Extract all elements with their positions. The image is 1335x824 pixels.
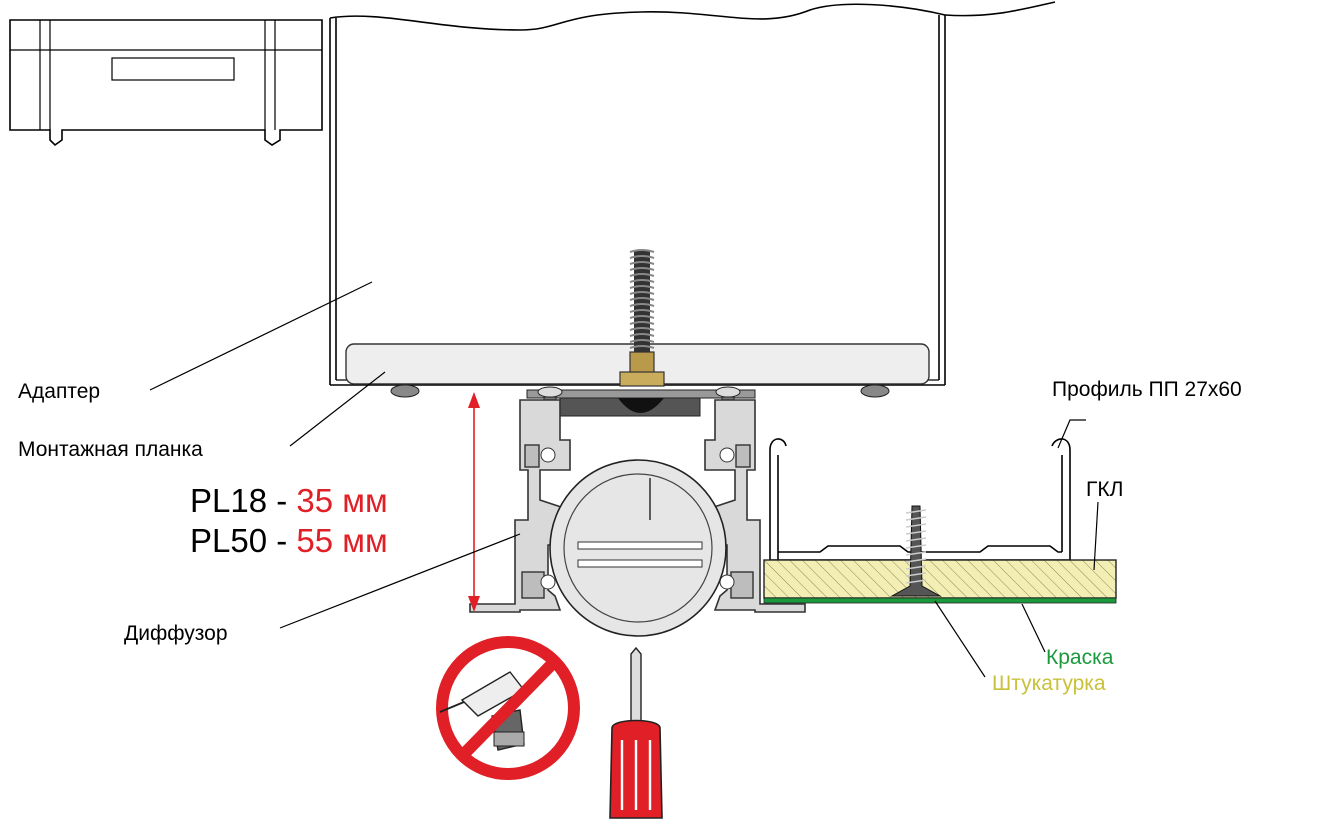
adapter-feet	[390, 384, 890, 398]
gypsum-board	[763, 559, 1117, 604]
threaded-rod	[629, 249, 655, 354]
gkl-label: ГКЛ	[1086, 478, 1123, 501]
dimension-row-pl18: PL18 - 35 мм	[190, 482, 388, 519]
pl18-value: 35 мм	[296, 482, 387, 519]
profile-top-bar	[526, 389, 756, 417]
wall-bracket	[9, 19, 323, 147]
paint-label: Краска	[1046, 646, 1114, 669]
screwdriver-icon	[609, 646, 663, 819]
mounting-plate-label: Монтажная планка	[18, 438, 203, 461]
drywall-screw	[890, 505, 942, 597]
pl50-model: PL50 -	[190, 522, 296, 559]
adapter-label: Адаптер	[18, 380, 100, 403]
no-drill-icon	[436, 636, 580, 780]
dimension-arrow	[468, 392, 480, 612]
pl50-value: 55 мм	[296, 522, 387, 559]
diffuser-shape	[549, 459, 727, 637]
leader-lines	[149, 281, 1099, 678]
aluminium-profile-right	[704, 399, 806, 613]
pl18-model: PL18 -	[190, 482, 296, 519]
plaster-label: Штукатурка	[992, 672, 1106, 695]
brass-nut	[619, 351, 665, 387]
adapter-housing	[329, 1, 1056, 386]
aluminium-profile-left	[469, 399, 571, 613]
dimension-row-pl50: PL50 - 55 мм	[190, 522, 388, 559]
diffuser-label: Диффузор	[124, 622, 228, 645]
profile-label: Профиль ПП 27х60	[1052, 378, 1242, 401]
